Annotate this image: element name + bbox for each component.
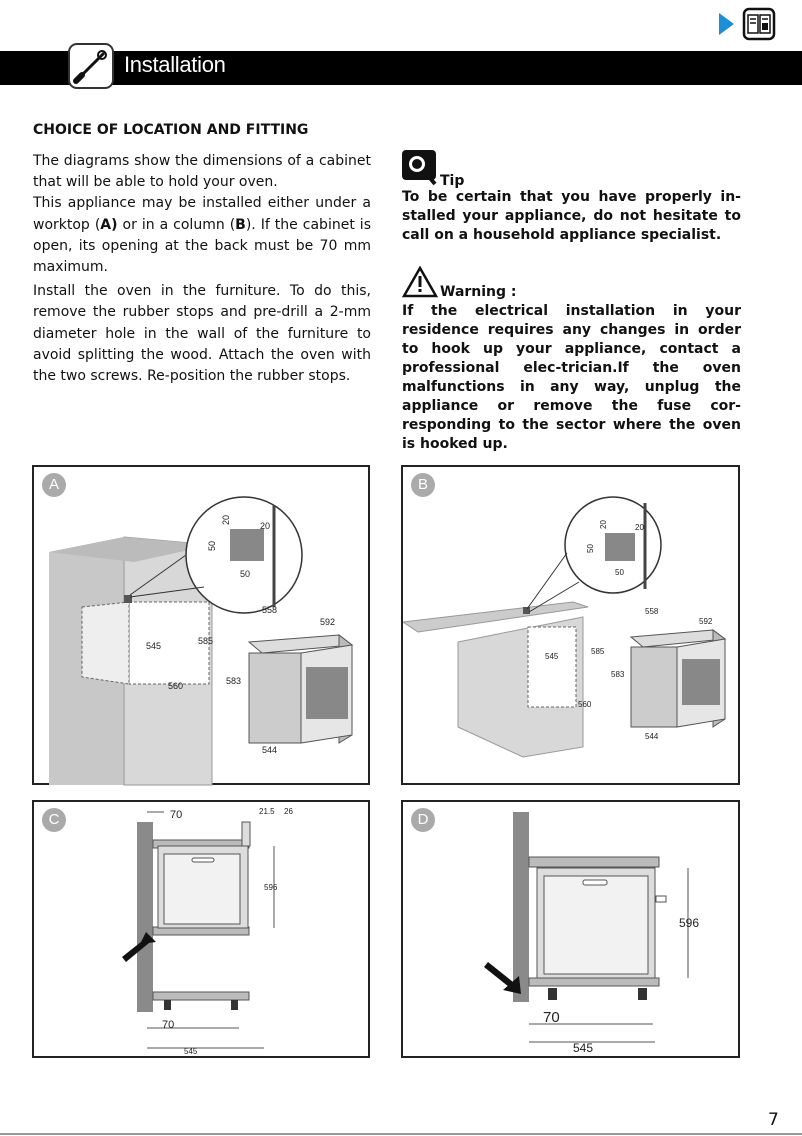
book-icon[interactable]: [742, 7, 776, 41]
dim-a-50-vertical: 50: [207, 541, 217, 551]
diagram-a-drawing: 20 20 50 50 558 592 585 545 560 583 544: [49, 496, 354, 786]
dim-a-560: 560: [168, 681, 183, 691]
intro-text-c: ). If the cabinet is open, its opening a…: [33, 216, 371, 276]
dim-a-592: 592: [320, 617, 335, 627]
section-title: CHOICE OF LOCATION AND FITTING: [33, 122, 309, 138]
intro-text-b: or in a column (: [117, 216, 236, 233]
warning-text: If the electrical installation in your r…: [402, 303, 741, 452]
dim-b-583: 583: [611, 670, 625, 679]
intro-sentence: The diagrams show the dimensions of a ca…: [33, 153, 371, 191]
dim-a-585: 585: [198, 636, 213, 646]
dim-a-50-horizontal: 50: [240, 569, 250, 579]
column-ref: B: [235, 216, 246, 233]
dim-b-20-vertical: 20: [599, 520, 608, 529]
dim-c-545: 545: [184, 1047, 198, 1056]
diagram-c-drawing: 70 21.5 26 596 70 545: [122, 807, 293, 1056]
dim-d-545: 545: [573, 1041, 593, 1055]
dim-b-20-horizontal: 20: [635, 523, 644, 532]
diagram-d-drawing: 596 70 545: [484, 812, 699, 1055]
dim-b-545: 545: [545, 652, 559, 661]
page-title: Installation: [124, 52, 226, 77]
header-bar: [0, 51, 802, 85]
tip-heading: Tip: [402, 150, 741, 189]
dim-c-bottom-70: 70: [162, 1019, 174, 1031]
diagram-d-badge: D: [411, 808, 435, 832]
footer-divider: [0, 1133, 802, 1135]
screwdriver-icon: [68, 43, 114, 89]
diagram-d: 596 70 545 D: [401, 800, 740, 1058]
next-page-arrow-icon[interactable]: [719, 13, 734, 35]
dim-d-596: 596: [679, 916, 699, 930]
diagram-c: 70 21.5 26 596 70 545 C: [32, 800, 370, 1058]
tip-text: To be certain that you have properly in-…: [402, 189, 741, 243]
diagram-b: 20 20 50 50 558 592 585 545 560 583 544 …: [401, 465, 740, 785]
intro-text-a: This appliance may be installed either u…: [33, 195, 371, 233]
page-number: 7: [768, 1110, 779, 1130]
dim-d-70: 70: [543, 1009, 560, 1026]
dim-a-545: 545: [146, 641, 161, 651]
diagram-a-badge: A: [42, 473, 66, 497]
dim-a-20-horizontal: 20: [260, 521, 270, 531]
dim-c-top-70: 70: [170, 809, 182, 821]
dim-c-596: 596: [264, 883, 278, 892]
dim-c-26: 26: [284, 807, 293, 816]
diagram-a: 20 20 50 50 558 592 585 545 560 583 544 …: [32, 465, 370, 786]
diagram-b-badge: B: [411, 473, 435, 497]
dim-b-592: 592: [699, 617, 713, 626]
magnifier-icon: [402, 150, 437, 186]
worktop-ref: A): [100, 216, 118, 233]
dim-a-558: 558: [262, 605, 277, 615]
tip-label: Tip: [440, 173, 465, 189]
notes-column: Tip To be certain that you have properly…: [402, 150, 741, 454]
dim-b-50-vertical: 50: [586, 544, 595, 553]
dim-a-544: 544: [262, 745, 277, 755]
dim-b-560: 560: [578, 700, 592, 709]
warning-heading: Warning :: [402, 266, 741, 302]
warning-triangle-icon: [402, 266, 438, 298]
dim-b-558: 558: [645, 607, 659, 616]
diagram-b-drawing: 20 20 50 50 558 592 585 545 560 583 544: [403, 496, 727, 758]
install-paragraph: Install the oven in the furniture. To do…: [33, 283, 371, 385]
dim-c-21-5: 21.5: [259, 807, 275, 816]
dim-a-20-vertical: 20: [221, 515, 231, 525]
dim-a-583: 583: [226, 676, 241, 686]
dim-b-544: 544: [645, 732, 659, 741]
intro-paragraph: The diagrams show the dimensions of a ca…: [33, 151, 371, 278]
dim-b-50-horizontal: 50: [615, 568, 624, 577]
warning-label: Warning :: [440, 284, 517, 300]
dim-b-585: 585: [591, 647, 605, 656]
diagram-c-badge: C: [42, 808, 66, 832]
instructions-column: The diagrams show the dimensions of a ca…: [33, 151, 371, 390]
